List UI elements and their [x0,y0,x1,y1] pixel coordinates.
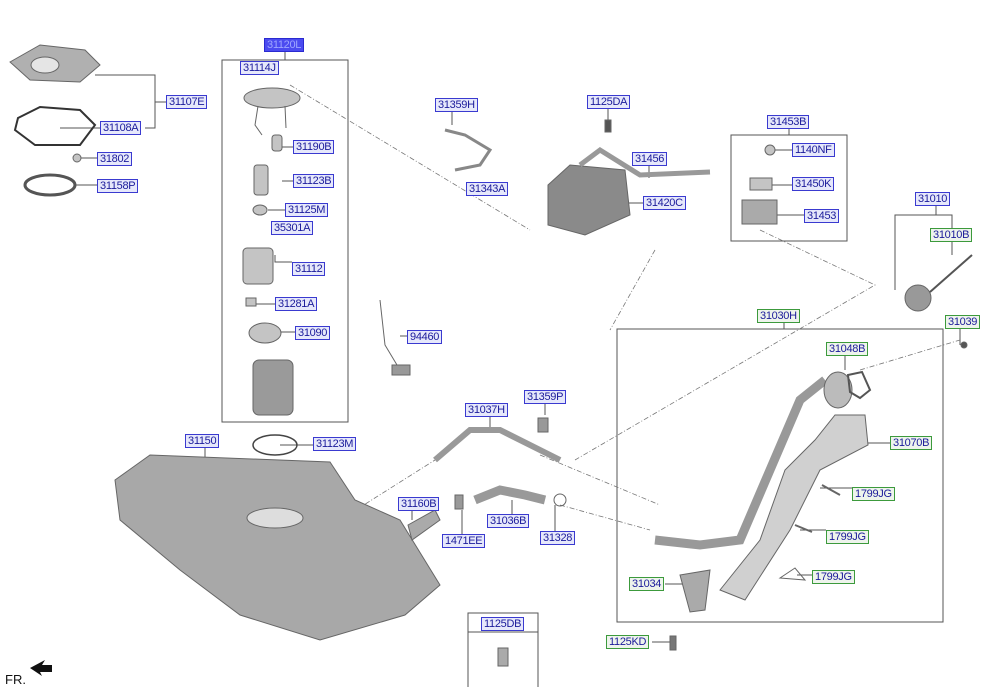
part-label-1799jg[interactable]: 1799JG [812,570,855,584]
part-label-31158p[interactable]: 31158P [97,179,139,193]
part-label-1125db[interactable]: 1125DB [481,617,525,631]
lock-ring [23,173,77,197]
part-label-31039[interactable]: 31039 [945,315,981,329]
part-label-1799jg[interactable]: 1799JG [852,487,895,501]
part-label-31123m[interactable]: 31123M [313,437,357,451]
part-label-1125kd[interactable]: 1125KD [606,635,650,649]
hose-31036b [473,485,547,505]
part-label-31190b[interactable]: 31190B [293,140,335,154]
part-label-31802[interactable]: 31802 [97,152,133,166]
vent-hose [444,128,493,172]
part-label-31037h[interactable]: 31037H [465,403,508,417]
part-label-31120l[interactable]: 31120L [264,38,305,52]
part-label-31090[interactable]: 31090 [295,326,331,340]
part-label-31048b[interactable]: 31048B [826,342,869,356]
part-label-1140nf[interactable]: 1140NF [792,143,835,157]
tank-oring [252,434,298,456]
part-label-1471ee[interactable]: 1471EE [442,534,486,548]
part-label-31034[interactable]: 31034 [629,577,665,591]
part-label-31010b[interactable]: 31010B [930,228,973,242]
part-label-31123b[interactable]: 31123B [293,174,335,188]
fuel-tank [114,454,441,641]
part-label-31070b[interactable]: 31070B [890,436,933,450]
fuel-cap [904,284,932,312]
filler-neck-frame [616,328,944,623]
gasket-31048b [846,370,872,400]
part-label-31125m[interactable]: 31125M [285,203,329,217]
part-label-31107e[interactable]: 31107E [166,95,208,109]
part-label-31420c[interactable]: 31420C [643,196,686,210]
part-label-31030h[interactable]: 31030H [757,309,800,323]
part-label-31010[interactable]: 31010 [915,192,951,206]
part-label-35301a[interactable]: 35301A [271,221,314,235]
pump-flange [243,87,301,109]
gasket-ring [13,105,97,146]
part-label-31281a[interactable]: 31281A [275,297,318,311]
part-label-31453[interactable]: 31453 [804,209,840,223]
part-label-1799jg[interactable]: 1799JG [826,530,869,544]
front-indicator: FR. [5,672,26,687]
part-label-94460[interactable]: 94460 [407,330,443,344]
bolt-1125db-frame [467,612,539,687]
part-label-31450k[interactable]: 31450K [792,177,835,191]
part-label-31150[interactable]: 31150 [185,434,220,448]
front-arrow-icon [30,660,52,676]
part-label-31114j[interactable]: 31114J [240,61,279,75]
filler-neck [719,414,869,601]
vent-hose-31037h [433,427,562,463]
filler-hoses [654,376,828,550]
part-label-31036b[interactable]: 31036B [487,514,530,528]
part-label-31456[interactable]: 31456 [632,152,668,166]
part-label-31112[interactable]: 31112 [292,262,326,276]
part-label-1125da[interactable]: 1125DA [587,95,631,109]
part-label-31453b[interactable]: 31453B [767,115,810,129]
part-label-31359h[interactable]: 31359H [435,98,478,112]
canister [547,164,631,236]
part-label-31328[interactable]: 31328 [540,531,576,545]
part-label-31160b[interactable]: 31160B [398,497,440,511]
part-label-31108a[interactable]: 31108A [100,121,142,135]
part-label-31359p[interactable]: 31359P [524,390,567,404]
part-label-31343a[interactable]: 31343A [466,182,509,196]
